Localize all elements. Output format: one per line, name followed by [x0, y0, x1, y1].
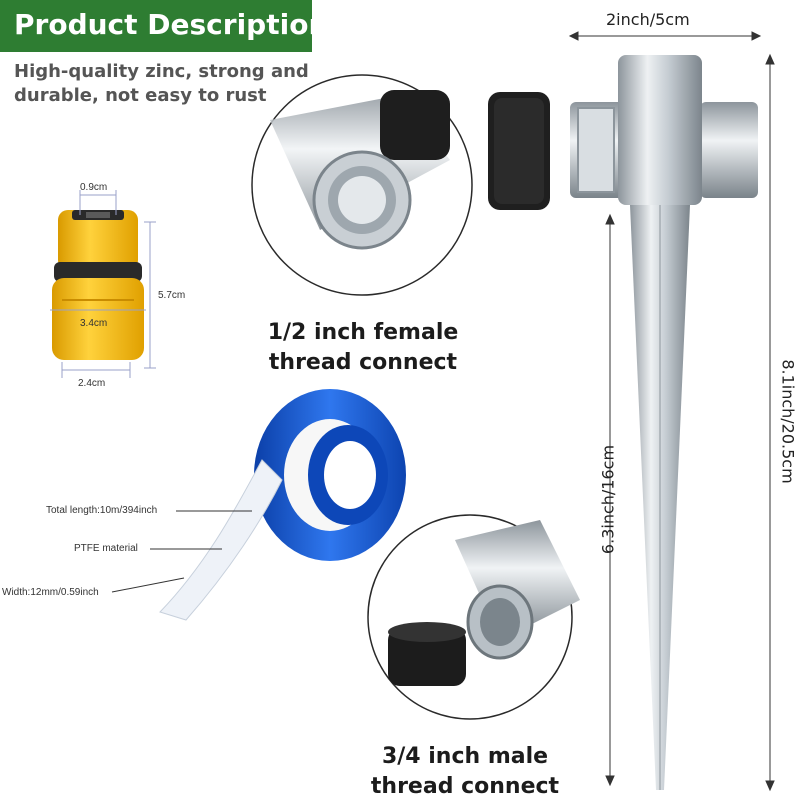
banner-title: Product Description — [14, 8, 329, 41]
connector-dim-mid: 3.4cm — [80, 318, 108, 329]
connector-dimension-lines — [50, 190, 156, 378]
sprinkler-spike — [570, 55, 758, 790]
female-thread-caption: 1/2 inch female thread connect — [238, 318, 488, 378]
female-thread-line-1: 1/2 inch female — [267, 320, 459, 345]
male-thread-line-1: 3/4 inch male — [381, 744, 549, 769]
connector-dim-top: 0.9cm — [80, 182, 108, 193]
connector-dim-height: 5.7cm — [158, 290, 186, 301]
connector-dim-bottom: 2.4cm — [78, 378, 106, 389]
tape-width-label: Width:12mm/0.59inch — [2, 587, 99, 598]
ptfe-tape-strip — [159, 459, 283, 621]
product-description-text: High-quality zinc, strong and durable, n… — [14, 60, 314, 108]
tape-total-length-label: Total length:10m/394inch — [46, 505, 158, 516]
male-thread-line-2: thread connect — [370, 774, 560, 799]
hose-connector — [52, 210, 144, 360]
sprinkler-total-length-label: 8.1inch/20.5cm — [778, 359, 798, 484]
female-thread-line-2: thread connect — [268, 350, 458, 375]
sprinkler-spike-length-label: 6.3inch/16cm — [598, 444, 618, 555]
ptfe-tape-roll — [254, 389, 406, 561]
product-description-banner: Product Description — [0, 0, 328, 52]
sprinkler-dimension-lines — [568, 31, 775, 792]
male-thread-caption: 3/4 inch male thread connect — [350, 742, 580, 802]
tape-callout-lines — [111, 510, 252, 593]
description-line-2: durable, not easy to rust — [14, 85, 267, 106]
tape-material-label: PTFE material — [74, 543, 138, 554]
description-line-1: High-quality zinc, strong and — [14, 61, 309, 82]
male-thread-detail — [367, 514, 580, 720]
sprinkler-width-label: 2inch/5cm — [606, 10, 690, 29]
female-thread-detail — [251, 74, 473, 296]
